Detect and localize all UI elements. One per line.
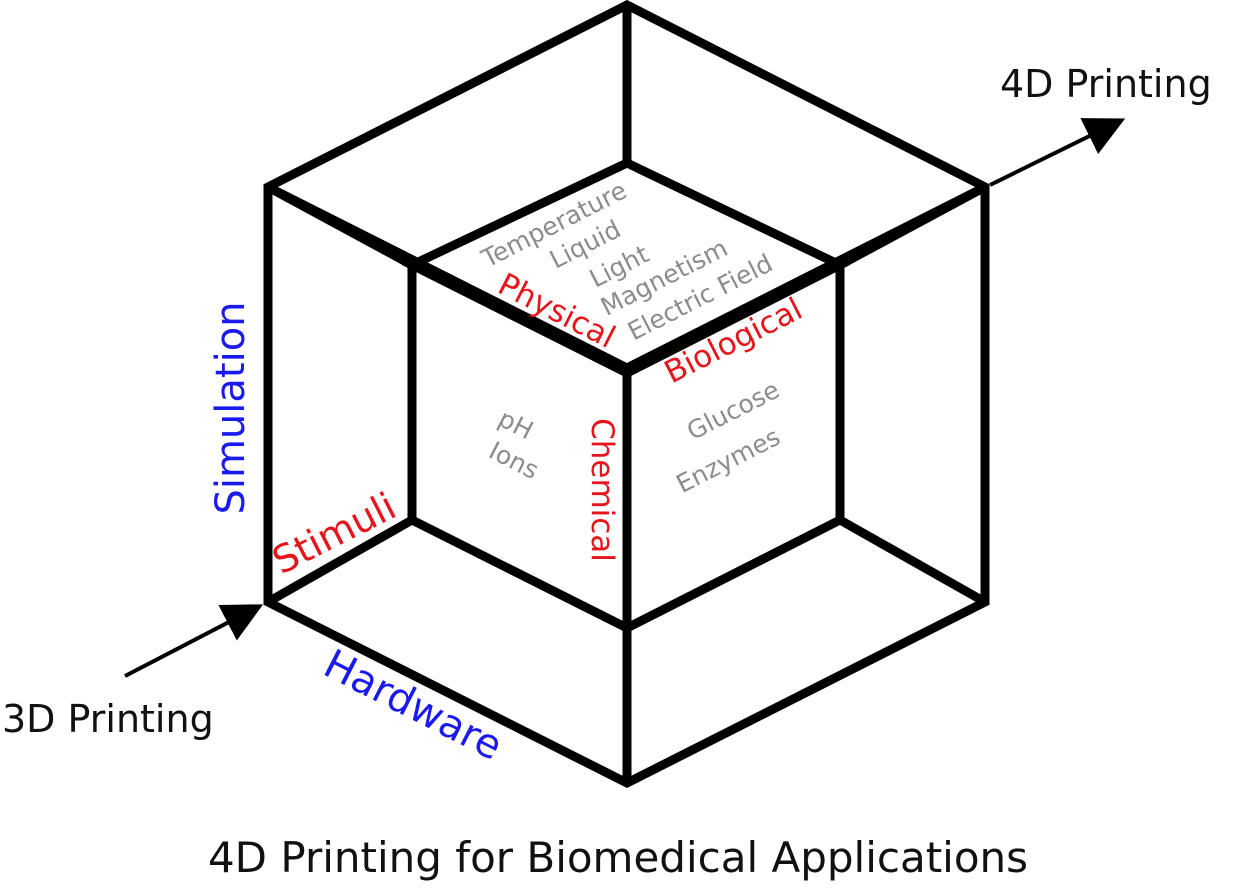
label-simulation: Simulation bbox=[208, 301, 254, 514]
label-3d-printing: 3D Printing bbox=[2, 697, 214, 741]
inner-cube bbox=[401, 158, 851, 633]
arrow-3d-printing bbox=[124, 604, 264, 678]
connect-left-bottom bbox=[265, 516, 415, 606]
inner-cube-bottom-left bbox=[409, 515, 630, 633]
physical-stimuli-list: Temperature Liquid Light Magnetism Elect… bbox=[476, 176, 777, 347]
label-chemical: Chemical bbox=[584, 418, 620, 562]
label-4d-printing: 4D Printing bbox=[1000, 62, 1212, 106]
inner-cube-bottom-right bbox=[624, 515, 843, 633]
connect-left-top bbox=[265, 183, 415, 269]
stimulus-ions: Ions bbox=[484, 436, 543, 485]
arrow-4d-printing bbox=[989, 118, 1126, 187]
figure-caption: 4D Printing for Biomedical Applications bbox=[208, 833, 1028, 882]
biological-stimuli-list: Glucose Enzymes bbox=[672, 375, 785, 499]
chemical-stimuli-list: pH Ions bbox=[484, 404, 543, 485]
connect-right-bottom bbox=[837, 516, 988, 606]
connecting-edges bbox=[265, 5, 988, 783]
connect-right-top bbox=[837, 183, 988, 269]
